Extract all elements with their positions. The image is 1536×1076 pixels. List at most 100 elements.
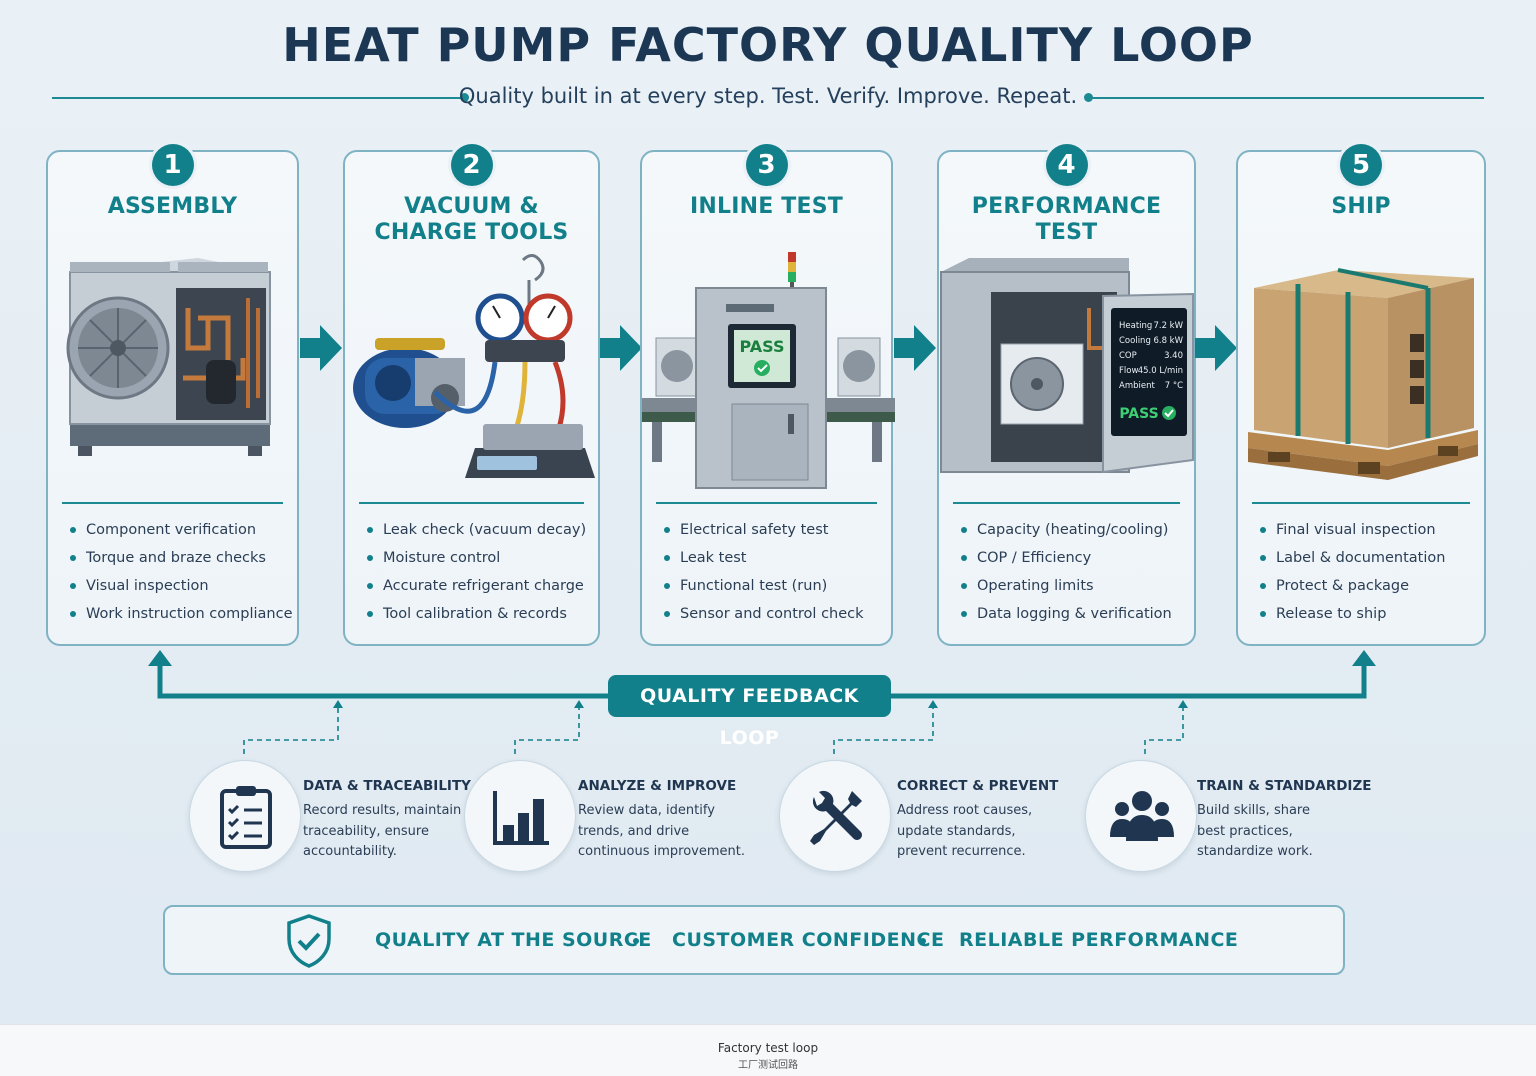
list-item: Data logging & verification [959, 602, 1184, 630]
reading-label: COP [1119, 351, 1137, 361]
figure-caption-bar: Factory test loop 工厂测试回路 [0, 1024, 1536, 1076]
list-item: Operating limits [959, 574, 1184, 602]
feedback-line: Record results, maintain [303, 803, 462, 818]
list-item: Leak test [662, 546, 881, 574]
step-checklist: Component verification Torque and braze … [68, 518, 293, 630]
card-divider [359, 502, 584, 504]
list-item: Functional test (run) [662, 574, 881, 602]
list-item: Work instruction compliance [68, 602, 293, 630]
step-card-ship: 5 SHIP Fi [1236, 144, 1486, 646]
list-item: Release to ship [1258, 602, 1474, 630]
feedback-loop-label: QUALITY FEEDBACK LOOP [608, 675, 891, 749]
step-title: PERFORMANCE TEST [939, 194, 1194, 246]
step-title: VACUUM & CHARGE TOOLS [345, 194, 598, 246]
subtitle: Quality built in at every step. Test. Ve… [458, 84, 1078, 108]
card-divider [62, 502, 283, 504]
subtitle-rule-left [52, 97, 464, 99]
feedback-description: Review data, identify trends, and drive … [578, 801, 745, 863]
vacuum-pump-gauges-scale-illustration [345, 248, 598, 490]
step-card-vacuum-charge: 2 VACUUM & CHARGE TOOLS [343, 144, 600, 646]
figure-caption-chinese: 工厂测试回路 [738, 1060, 798, 1071]
performance-test-chamber-illustration: Heating 7.2 kW Cooling 6.8 kW COP 3.40 F… [939, 248, 1194, 490]
feedback-line: prevent recurrence. [897, 844, 1026, 859]
clipboard-checklist-icon [189, 760, 301, 872]
feedback-line: accountability. [303, 844, 397, 859]
step-number-badge: 1 [151, 144, 194, 186]
banner-value: QUALITY AT THE SOURCE [375, 929, 652, 951]
reading-label: Cooling [1119, 336, 1151, 346]
feedback-line: best practices, [1197, 823, 1293, 839]
inline-test-station-illustration: PASS [642, 248, 895, 490]
banner-separator [920, 938, 926, 944]
step-checklist: Final visual inspection Label & document… [1258, 518, 1474, 630]
list-item: Leak check (vacuum decay) [365, 518, 588, 546]
reading-value: 7.2 kW [1153, 321, 1183, 331]
feedback-title: DATA & TRACEABILITY [303, 778, 471, 794]
feedback-item-train-standardize: TRAIN & STANDARDIZE Build skills, share … [1085, 760, 1385, 872]
subtitle-row: Quality built in at every step. Test. Ve… [52, 84, 1484, 112]
reading-label: Ambient [1119, 381, 1155, 391]
step-number-badge: 4 [1045, 144, 1088, 186]
feedback-item-analyze-improve: ANALYZE & IMPROVE Review data, identify … [464, 760, 764, 872]
step-title-line: VACUUM & [404, 194, 539, 219]
list-item: Tool calibration & records [365, 602, 588, 630]
step-number-badge: 3 [745, 144, 788, 186]
flow-arrow-icon [1195, 325, 1237, 371]
pass-screen-text: PASS [740, 337, 785, 356]
page-title: HEAT PUMP FACTORY QUALITY LOOP [282, 18, 1254, 72]
step-title-line: ASSEMBLY [107, 194, 238, 219]
reading-value: 45.0 L/min [1138, 366, 1183, 376]
shield-check-icon [287, 914, 331, 968]
reading-value: 7 °C [1165, 381, 1183, 391]
feedback-line: trends, and drive [578, 823, 690, 839]
feedback-line: Review data, identify [578, 803, 715, 818]
feedback-description: Build skills, share best practices, stan… [1197, 801, 1313, 863]
list-item: Protect & package [1258, 574, 1474, 602]
figure-caption: Factory test loop [717, 1041, 819, 1055]
step-card-performance-test: 4 PERFORMANCE TEST Heating 7.2 kW Coolin… [937, 144, 1196, 646]
step-number-badge: 5 [1340, 144, 1382, 186]
team-people-icon [1085, 760, 1197, 872]
pass-screen-text: PASS [1119, 406, 1158, 422]
flow-arrow-icon [600, 325, 642, 371]
reading-value: 3.40 [1164, 351, 1183, 361]
heat-pump-unit-illustration [48, 248, 297, 490]
card-divider [1252, 502, 1470, 504]
subtitle-dot-left [460, 93, 469, 102]
step-title-line: PERFORMANCE TEST [971, 194, 1162, 245]
feedback-description: Record results, maintain traceability, e… [303, 801, 461, 863]
feedback-line: update standards, [897, 823, 1016, 839]
feedback-line: Address root causes, [897, 803, 1033, 818]
step-title: INLINE TEST [642, 194, 891, 220]
feedback-line: continuous improvement. [578, 844, 745, 859]
feedback-title: CORRECT & PREVENT [897, 778, 1059, 794]
step-checklist: Electrical safety test Leak test Functio… [662, 518, 881, 630]
banner-value: RELIABLE PERFORMANCE [959, 929, 1239, 951]
step-card-assembly: 1 ASSEMBLY [46, 144, 299, 646]
step-checklist: Leak check (vacuum decay) Moisture contr… [365, 518, 588, 630]
infographic: HEAT PUMP FACTORY QUALITY LOOP Quality b… [46, 18, 1486, 975]
step-title-line: SHIP [1331, 194, 1391, 219]
step-title-line: CHARGE TOOLS [374, 220, 569, 245]
list-item: Component verification [68, 518, 287, 546]
flow-arrow-icon [300, 325, 342, 371]
list-item: Visual inspection [68, 574, 287, 602]
card-divider [953, 502, 1180, 504]
card-divider [656, 502, 877, 504]
feedback-line: traceability, ensure [303, 823, 429, 839]
list-item: Final visual inspection [1258, 518, 1474, 546]
banner-separator [633, 938, 639, 944]
packaged-box-pallet-illustration [1238, 248, 1484, 490]
feedback-item-correct-prevent: CORRECT & PREVENT Address root causes, u… [779, 760, 1079, 872]
list-item: Sensor and control check [662, 602, 881, 630]
list-item: Label & documentation [1258, 546, 1474, 574]
banner-value: CUSTOMER CONFIDENCE [672, 929, 945, 951]
subtitle-rule-right [1088, 97, 1484, 99]
step-card-inline-test: 3 INLINE TEST PASS [640, 144, 895, 646]
feedback-title: ANALYZE & IMPROVE [578, 778, 737, 794]
list-item: Accurate refrigerant charge [365, 574, 588, 602]
step-title: ASSEMBLY [48, 194, 297, 220]
list-item: COP / Efficiency [959, 546, 1184, 574]
list-item: Moisture control [365, 546, 588, 574]
step-checklist: Capacity (heating/cooling) COP / Efficie… [959, 518, 1184, 630]
